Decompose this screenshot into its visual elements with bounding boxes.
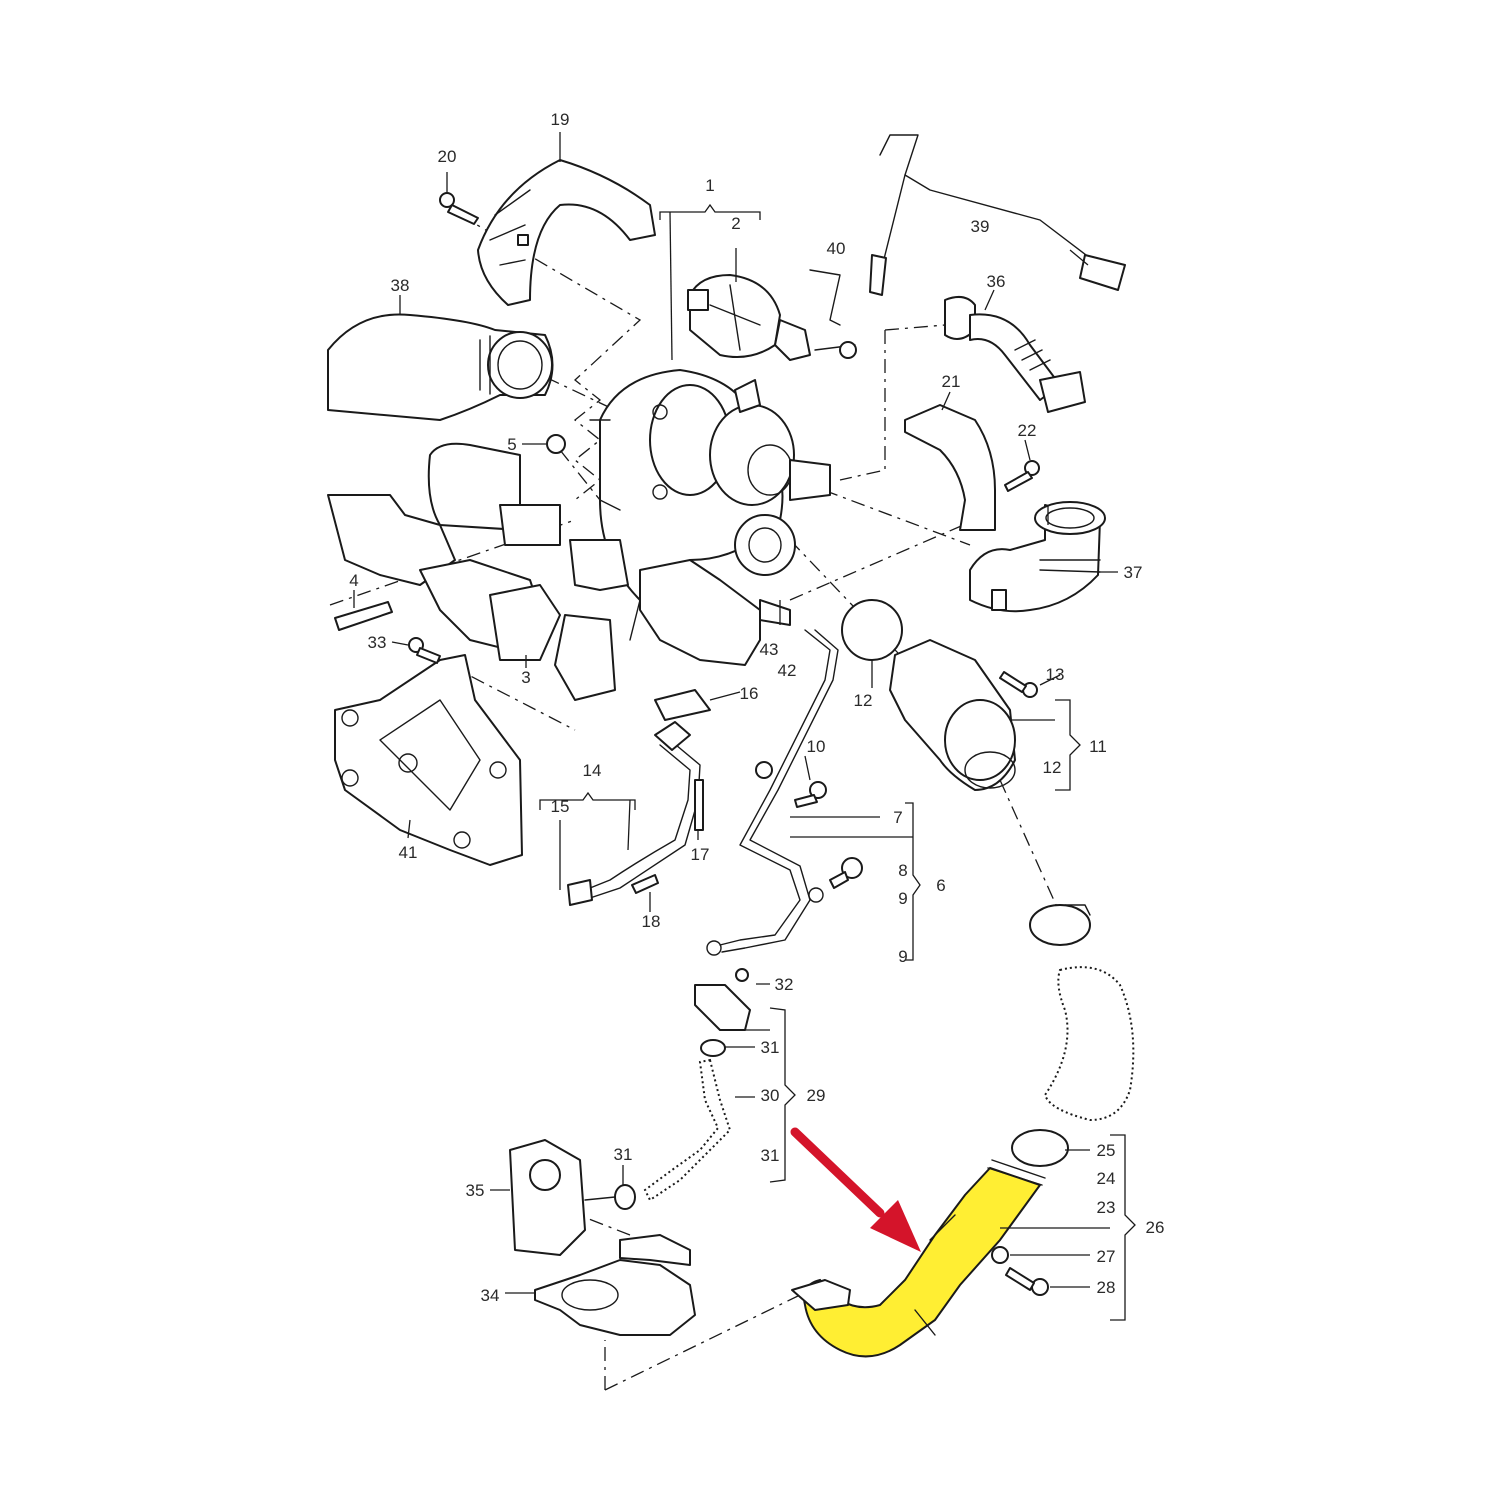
callout-9-a: 9 [898,889,907,908]
stud-4 [334,601,393,631]
callout-26: 26 [1146,1218,1165,1237]
callout-40: 40 [827,239,846,258]
callout-20: 20 [438,147,457,166]
bolt-33 [408,637,441,664]
flange-16 [654,689,711,721]
callout-31-a: 31 [761,1038,780,1057]
callout-42: 42 [778,661,797,680]
callout-7: 7 [893,808,902,827]
callout-41: 41 [399,843,418,862]
pipe-36 [944,295,1086,413]
sensor-bracket [774,269,857,361]
callout-34: 34 [481,1286,500,1305]
callout-14: 14 [583,761,602,780]
callout-29: 29 [807,1086,826,1105]
sensor-32 [694,968,751,1031]
engine-bracket [334,654,523,866]
callout-43: 43 [760,640,779,659]
oil-return-pipe [567,721,701,906]
valve-35 [509,1139,616,1256]
manifold-gaskets [327,442,629,701]
callout-18: 18 [642,912,661,931]
callout-2: 2 [731,214,740,233]
callout-8: 8 [898,861,907,880]
callout-25: 25 [1097,1141,1116,1160]
heat-shield-21 [904,404,996,531]
bracket-lines [353,132,1136,1321]
callout-6: 6 [936,876,945,895]
intake-pipe-11 [889,639,1016,791]
callout-22: 22 [1018,421,1037,440]
turbocharger [589,369,831,641]
callout-31-b: 31 [614,1145,633,1164]
callout-33: 33 [368,633,387,652]
throttle-body [534,1234,696,1336]
bolt-18 [631,874,659,894]
callout-17: 17 [691,845,710,864]
callout-9-b: 9 [898,947,907,966]
callout-31-c: 31 [761,1146,780,1165]
callout-labels: 1 2 3 4 5 6 7 8 9 9 10 11 12 12 13 14 15… [349,110,1164,1305]
callout-38: 38 [391,276,410,295]
intake-pipe [327,313,554,421]
callout-3: 3 [521,668,530,687]
clamps-31 [614,1039,726,1210]
callout-36: 36 [987,272,1006,291]
callout-16: 16 [740,684,759,703]
actuator [687,274,781,358]
intake-hose [1043,966,1135,1122]
callout-12-a: 12 [854,691,873,710]
o-ring-12 [841,599,903,661]
callout-11: 11 [1089,737,1107,756]
washers-9 [706,887,824,956]
callout-21: 21 [942,372,961,391]
callout-23: 23 [1097,1198,1116,1217]
hose-clamp-upper [1029,904,1091,946]
callout-24: 24 [1097,1169,1116,1188]
callout-12-b: 12 [1043,758,1062,777]
bolt-10 [794,781,827,808]
callout-32: 32 [775,975,794,994]
hose-clamp-25 [1011,1129,1069,1167]
callout-13: 13 [1046,665,1065,684]
callout-37: 37 [1124,563,1143,582]
charge-air-pipe [791,1159,1046,1358]
bolt-27 [991,1246,1009,1264]
manifold-flange [639,559,761,666]
callout-19: 19 [551,110,570,129]
temperature-sensor [869,134,1126,296]
callout-10: 10 [807,737,826,756]
bolt-28 [1005,1267,1049,1296]
elbow-37 [969,501,1106,613]
callout-35: 35 [466,1181,485,1200]
callout-30: 30 [761,1086,780,1105]
red-arrow [790,1127,921,1252]
bolt-22 [1004,460,1040,492]
bolt-8 [829,857,863,889]
bolt-13 [999,671,1038,698]
highlighted-pipe [803,1166,1042,1358]
callout-15: 15 [551,797,570,816]
callout-5: 5 [507,435,516,454]
bolt-17 [694,779,704,831]
callout-28: 28 [1097,1278,1116,1297]
callout-1: 1 [705,176,714,195]
bolt-20 [439,192,479,225]
callout-27: 27 [1097,1247,1116,1266]
nut-5 [546,434,566,454]
callout-4: 4 [349,571,358,590]
vacuum-hose-30 [643,1058,732,1202]
heat-shield [477,159,656,306]
callout-39: 39 [971,217,990,236]
